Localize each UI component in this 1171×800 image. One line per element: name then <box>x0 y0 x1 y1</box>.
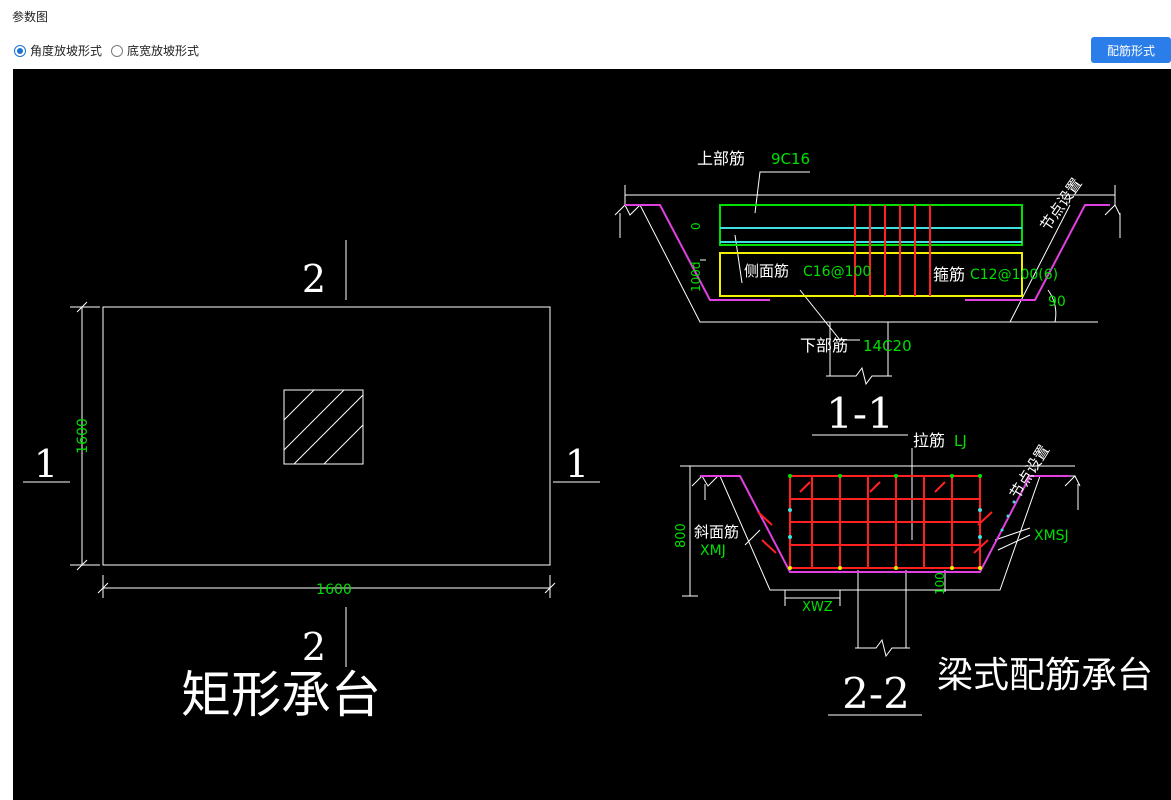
dim-side-text: 100d <box>689 261 703 292</box>
column-hatch <box>283 389 364 465</box>
slope-rebar-value: XMJ <box>700 543 726 559</box>
radio-angle-slope[interactable]: 角度放坡形式 <box>14 42 102 59</box>
node-setting-label-1: 节点设置 <box>1037 175 1086 234</box>
dim-100-text: 100 <box>933 572 947 595</box>
radio-width-indicator[interactable] <box>111 44 123 57</box>
plan-title: 矩形承台 <box>181 666 381 724</box>
section-mark-top: 2 <box>302 257 326 301</box>
plan-view <box>23 240 600 667</box>
tie-rebar-label: 拉筋 <box>913 431 945 450</box>
tie-rebar-value: LJ <box>954 432 967 450</box>
section-1-1-title: 1-1 <box>826 389 894 438</box>
top-rebar-value: 9C16 <box>771 150 810 168</box>
dim-height-text: 1600 <box>75 418 91 454</box>
slope-rebar-label: 斜面筋 <box>694 523 739 541</box>
beam-cap-caption: 梁式配筋承台 <box>937 655 1153 696</box>
stirrup-value: C12@100(6) <box>970 267 1058 283</box>
stirrup-label: 箍筋 <box>933 265 965 284</box>
cad-drawing: 2 2 1 1 1600 1600 矩形承台 <box>23 149 1153 724</box>
section-mark-bottom: 2 <box>302 625 326 669</box>
dim-width-text: 1600 <box>316 582 352 598</box>
section-mark-left: 1 <box>34 442 58 486</box>
xwz-value: XWZ <box>802 600 833 615</box>
bottom-rebar-label: 下部筋 <box>800 336 848 355</box>
side-rebar-value: C16@100 <box>803 264 871 280</box>
section-2-2-title: 2-2 <box>842 669 910 718</box>
cap-outline <box>102 306 551 566</box>
radio-width-slope[interactable]: 底宽放坡形式 <box>111 42 199 59</box>
window-title: 参数图 <box>12 10 49 24</box>
radio-width-label: 底宽放坡形式 <box>127 44 200 58</box>
toolbar: 角度放坡形式 底宽放坡形式 <box>0 34 1171 66</box>
bottom-rebar-value: 14C20 <box>863 337 912 355</box>
column-square <box>283 389 364 465</box>
radio-angle-label: 角度放坡形式 <box>30 44 103 58</box>
section-1-1 <box>614 171 1121 436</box>
dim-800-text: 800 <box>674 523 689 548</box>
section-mark-right: 1 <box>565 442 589 486</box>
angle-value: 90 <box>1048 294 1066 310</box>
title-bar: 参数图 <box>0 0 1171 34</box>
drawing-canvas: 2 2 1 1 1600 1600 矩形承台 <box>13 69 1171 800</box>
node-setting-label-2: 节点设置 <box>1006 442 1053 502</box>
slope-tie-value: XMSJ <box>1034 528 1069 544</box>
rebar-form-button[interactable]: 配筋形式 <box>1091 37 1171 63</box>
section-2-2 <box>680 448 1081 716</box>
side-rebar-label: 侧面筋 <box>744 262 789 280</box>
dim-zero-text: 0 <box>689 222 703 230</box>
top-rebar-label: 上部筋 <box>697 149 745 168</box>
radio-angle-indicator[interactable] <box>14 44 26 57</box>
